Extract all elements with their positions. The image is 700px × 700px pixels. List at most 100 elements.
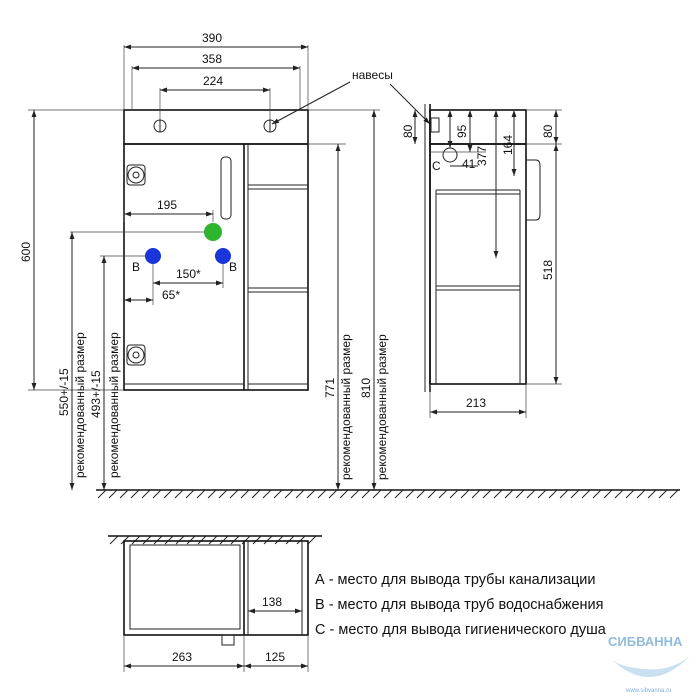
- side-view: C 80 95 41 377 164 80 518 213: [401, 104, 562, 418]
- hatch-line: [328, 489, 338, 499]
- side-dim-80-left: 80: [401, 124, 415, 138]
- hatch-line: [130, 489, 140, 499]
- hatch-line: [350, 489, 360, 499]
- marker-b-right-icon: [215, 248, 231, 264]
- hatch-line: [230, 535, 240, 545]
- dim-493: 493+/-15: [89, 370, 103, 418]
- dim-550: 550+/-15: [57, 368, 71, 416]
- door-hinge-icon: [126, 164, 146, 186]
- hatch-line: [493, 489, 503, 499]
- hatch-line: [219, 535, 229, 545]
- dim-150: 150*: [176, 267, 201, 281]
- hatch-line: [614, 489, 624, 499]
- plan-dim-125: 125: [265, 650, 285, 664]
- hatch-line: [185, 489, 195, 499]
- door-hinge-icon: [126, 344, 146, 366]
- hatch-line: [274, 535, 284, 545]
- recommended-label-493: рекомендованный размер: [107, 332, 121, 478]
- marker-a-icon: [204, 223, 222, 241]
- hatch-line: [625, 489, 635, 499]
- hatch-line: [537, 489, 547, 499]
- hatch-line: [97, 489, 107, 499]
- side-dim-80-right: 80: [541, 124, 555, 138]
- hatch-line: [416, 489, 426, 499]
- dim-65: 65*: [162, 288, 180, 302]
- hatch-line: [636, 489, 646, 499]
- hatch-line: [273, 489, 283, 499]
- side-dim-41: 41: [462, 157, 476, 171]
- hatch-line: [229, 489, 239, 499]
- wall-hatch: [109, 535, 317, 545]
- hatch-line: [449, 489, 459, 499]
- hatch-line: [186, 535, 196, 545]
- watermark-logo: СИБВАННА www.sibvanna.ru: [608, 634, 690, 694]
- hatch-line: [131, 535, 141, 545]
- side-dim-164: 164: [501, 135, 515, 155]
- watermark-site: www.sibvanna.ru: [625, 688, 671, 694]
- hatch-line: [592, 489, 602, 499]
- hatch-line: [141, 489, 151, 499]
- hatch-line: [207, 489, 217, 499]
- hatch-line: [164, 535, 174, 545]
- hatch-line: [108, 489, 118, 499]
- hatch-line: [262, 489, 272, 499]
- hatch-line: [317, 489, 327, 499]
- hatch-line: [471, 489, 481, 499]
- hatch-line: [603, 489, 613, 499]
- hatch-line: [438, 489, 448, 499]
- hangers-label: навесы: [352, 68, 393, 82]
- hatch-line: [504, 489, 514, 499]
- hatch-line: [526, 489, 536, 499]
- hatch-line: [240, 489, 250, 499]
- hatch-line: [548, 489, 558, 499]
- dim-600: 600: [19, 242, 33, 262]
- side-dim-377: 377: [475, 146, 489, 166]
- dim-810: 810: [359, 378, 373, 398]
- hatch-line: [119, 489, 129, 499]
- side-dim-518: 518: [541, 260, 555, 280]
- hatch-line: [174, 489, 184, 499]
- legend-item-b: В - место для вывода труб водоснабжения: [315, 597, 604, 613]
- hatch-line: [581, 489, 591, 499]
- legend-item-a: А - место для вывода трубы канализации: [315, 572, 596, 588]
- hatch-line: [361, 489, 371, 499]
- plan-dim-263: 263: [172, 650, 192, 664]
- hatch-line: [208, 535, 218, 545]
- hatch-line: [669, 489, 679, 499]
- side-dim-213: 213: [466, 396, 486, 410]
- hatch-line: [152, 489, 162, 499]
- hatch-line: [163, 489, 173, 499]
- hatch-line: [197, 535, 207, 545]
- recommended-label-550: рекомендованный размер: [73, 332, 87, 478]
- legend-item-c: С - место для вывода гигиенического душа: [315, 622, 606, 638]
- hatch-line: [570, 489, 580, 499]
- dim-195: 195: [157, 198, 177, 212]
- hatch-line: [296, 535, 306, 545]
- hanger-icon: [263, 119, 277, 133]
- hatch-line: [372, 489, 382, 499]
- hatch-line: [559, 489, 569, 499]
- hatch-line: [263, 535, 273, 545]
- hatch-line: [482, 489, 492, 499]
- hatch-line: [427, 489, 437, 499]
- hatch-line: [307, 535, 317, 545]
- plan-view: 138 263 125: [108, 535, 322, 672]
- hatch-line: [251, 489, 261, 499]
- hatch-line: [383, 489, 393, 499]
- hatch-line: [109, 535, 119, 545]
- hatch-line: [647, 489, 657, 499]
- front-view: B B 390 358 224 навесы 600 195: [19, 31, 680, 499]
- side-dim-95: 95: [455, 124, 469, 138]
- hatch-line: [405, 489, 415, 499]
- legend: А - место для вывода трубы канализации В…: [315, 568, 695, 643]
- hatch-line: [153, 535, 163, 545]
- dim-771: 771: [323, 378, 337, 398]
- recommended-label-771: рекомендованный размер: [339, 334, 353, 480]
- marker-c-label: C: [432, 159, 441, 173]
- marker-b-left-icon: [145, 248, 161, 264]
- hatch-line: [285, 535, 295, 545]
- dim-390: 390: [202, 31, 222, 45]
- marker-c-icon: [442, 147, 458, 163]
- floor-hatch: [97, 489, 679, 499]
